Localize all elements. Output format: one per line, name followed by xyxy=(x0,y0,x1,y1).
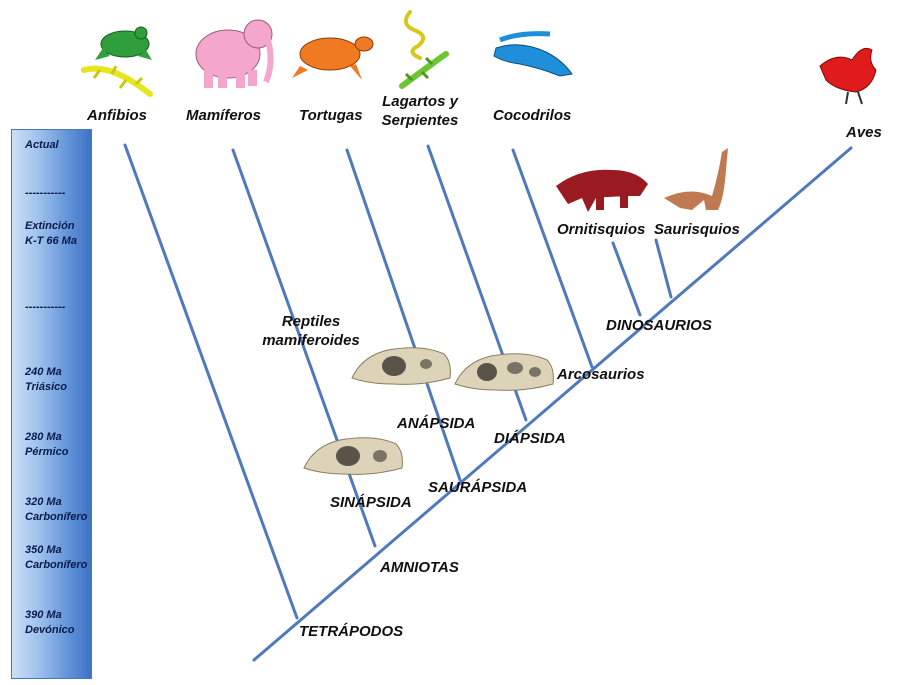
taxon-aves: Aves xyxy=(846,124,882,141)
branch-cocodrilos xyxy=(511,148,594,369)
skull-icon xyxy=(454,353,554,391)
time-label: ----------- xyxy=(25,301,66,313)
turtle-icon xyxy=(292,36,374,80)
main-trunk xyxy=(252,146,853,662)
clade-dinosaurios: DINOSAURIOS xyxy=(606,317,712,334)
taxon-saurisquios: Saurisquios xyxy=(654,221,740,238)
time-label: 320 Ma Carbonífero xyxy=(25,496,88,523)
clade-sinapsida: SINÁPSIDA xyxy=(330,494,412,511)
skull-icon xyxy=(351,347,451,385)
clade-arcosaurios: Arcosaurios xyxy=(557,366,645,383)
branch-ornitisquios xyxy=(611,241,642,317)
elephant-icon xyxy=(195,19,274,88)
clade-anapsida: ANÁPSIDA xyxy=(397,415,476,432)
geologic-timebar xyxy=(11,129,92,679)
branch-mamiferos xyxy=(231,148,377,548)
branch-tortugas xyxy=(345,148,462,482)
crocodile-icon xyxy=(493,31,573,77)
clade-tetrapodos: TETRÁPODOS xyxy=(299,623,404,640)
lizard-icon xyxy=(399,51,449,89)
clade-saurapsida: SAURÁPSIDA xyxy=(428,479,528,496)
clade-amniotas: AMNIOTAS xyxy=(380,559,459,576)
taxon-anfibios: Anfibios xyxy=(87,107,147,124)
time-label: Extinción K-T 66 Ma xyxy=(25,220,77,247)
time-label: Actual xyxy=(25,139,59,151)
taxon-lagartos-serpientes: Lagartos y Serpientes xyxy=(381,93,459,129)
clade-reptiles-mamiferoides: Reptiles mamiferoides xyxy=(262,313,360,349)
time-label: 350 Ma Carbonífero xyxy=(25,544,88,571)
taxon-ornitisquios: Ornitisquios xyxy=(557,221,646,238)
rooster-icon xyxy=(819,47,877,105)
frog-icon xyxy=(95,26,152,60)
time-label: 240 Ma Triásico xyxy=(25,366,67,393)
time-label: 390 Ma Devónico xyxy=(25,609,75,636)
clade-diapsida: DIÁPSIDA xyxy=(494,430,566,447)
taxon-cocodrilos: Cocodrilos xyxy=(493,107,572,124)
salamander-icon xyxy=(81,65,153,97)
snake-icon xyxy=(403,10,426,60)
triceratops-icon xyxy=(556,169,648,212)
time-label: ----------- xyxy=(25,187,66,199)
branch-saurisquios xyxy=(654,238,673,299)
taxon-mamiferos: Mamíferos xyxy=(186,107,262,124)
sauropod-icon xyxy=(664,148,728,210)
skull-icon xyxy=(303,437,403,475)
branch-anfibios xyxy=(123,143,299,620)
time-label: 280 Ma Pérmico xyxy=(25,431,69,458)
taxon-tortugas: Tortugas xyxy=(299,107,363,124)
